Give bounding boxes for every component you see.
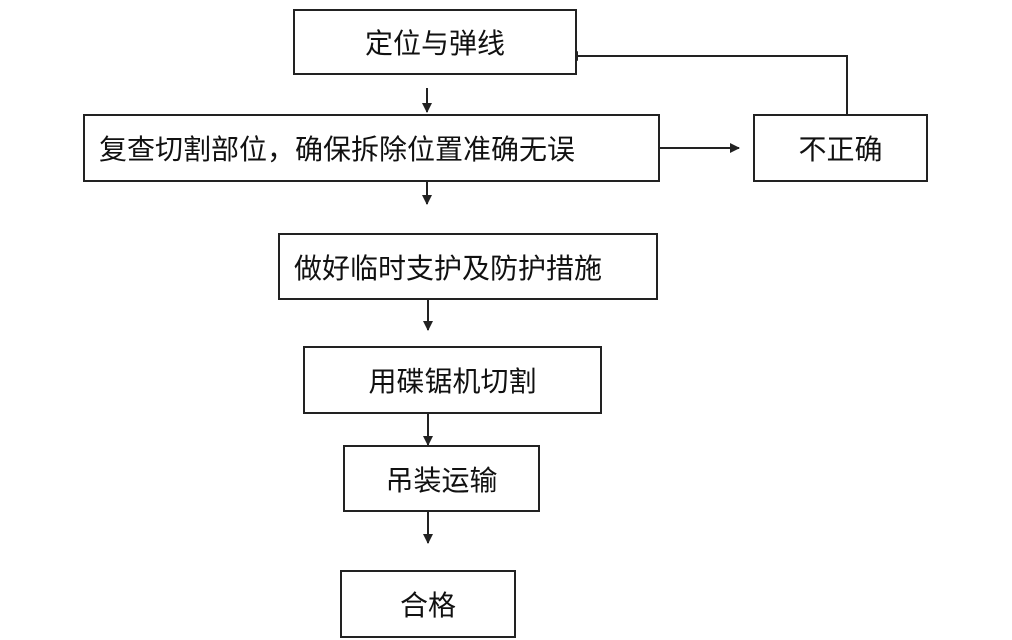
step-locate-and-mark: 定位与弹线 (293, 9, 577, 75)
step-label: 用碟锯机切割 (368, 365, 537, 398)
step-label: 做好临时支护及防护措施 (294, 251, 603, 285)
branch-incorrect: 不正确 (753, 114, 928, 182)
step-label: 定位与弹线 (364, 27, 505, 60)
step-hoisting-transport: 吊装运输 (343, 445, 540, 512)
step-temporary-support: 做好临时支护及防护措施 (278, 233, 658, 300)
step-label: 吊装运输 (385, 463, 498, 497)
step-label: 合格 (399, 589, 456, 622)
step-qualified: 合格 (340, 570, 516, 638)
step-recheck-cut-position: 复查切割部位，确保拆除位置准确无误 (83, 114, 660, 182)
branch-label: 不正确 (798, 133, 883, 166)
arrow-branch-return (568, 51, 848, 114)
step-disc-saw-cutting: 用碟锯机切割 (303, 346, 602, 414)
step-label: 复查切割部位，确保拆除位置准确无误 (99, 133, 576, 166)
